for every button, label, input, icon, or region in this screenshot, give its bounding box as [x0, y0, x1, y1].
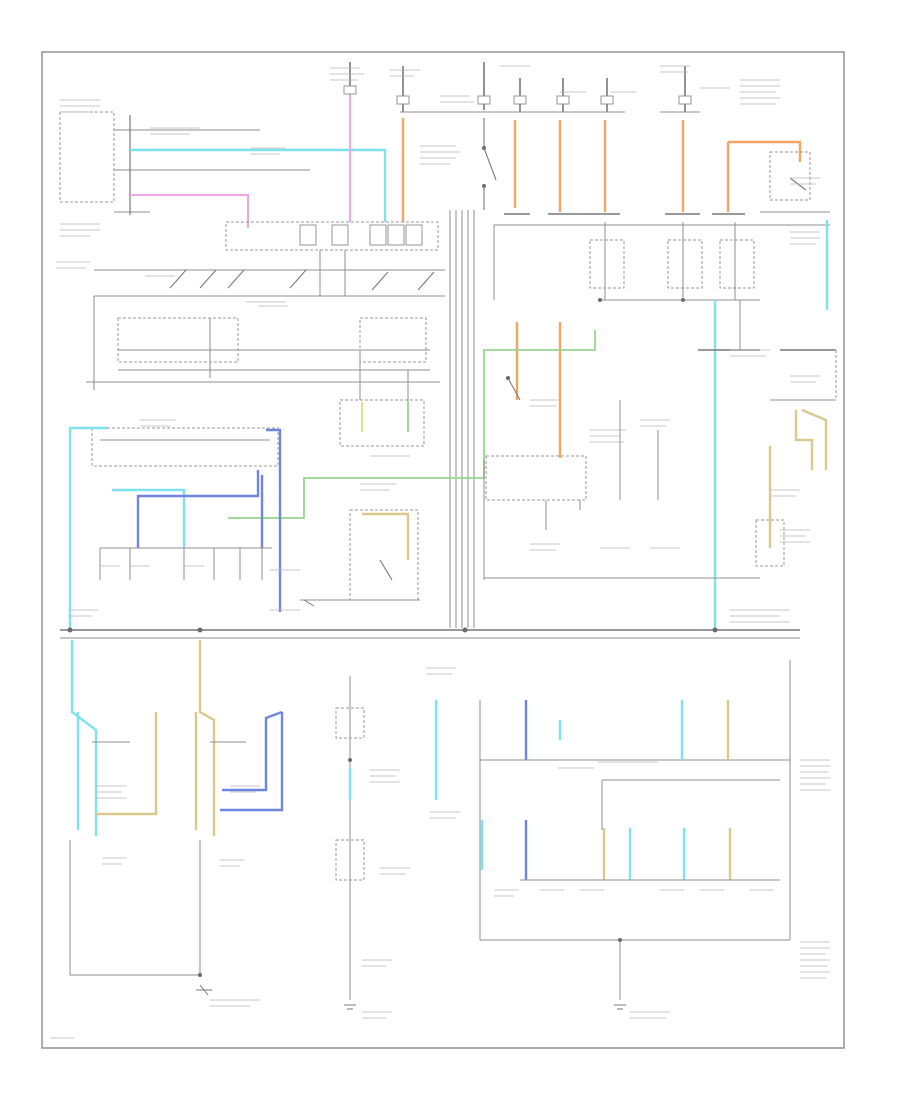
right-tan-branch [755, 408, 828, 567]
trailer-circuit-block [339, 399, 425, 447]
lower-left-lamps [69, 640, 284, 976]
junction-dots [67, 298, 718, 977]
center-harness-bundle [449, 210, 475, 628]
left-lamp-cluster-upper [68, 426, 282, 628]
cyan-wire-top [130, 148, 387, 222]
lower-right-lamp-panel [479, 660, 791, 1000]
main-ground-bus [60, 629, 800, 639]
orange-feeds [401, 118, 802, 458]
green-wire [228, 330, 596, 519]
top-switch [482, 118, 497, 210]
center-lamp-module [300, 509, 420, 601]
brake-switch-block [483, 376, 760, 580]
label-marks [50, 65, 830, 1039]
right-relay-block [493, 222, 830, 350]
diagram-frame [41, 51, 845, 1049]
headlamp-switch-block [93, 221, 445, 390]
pink-wire-top [130, 194, 249, 228]
lower-center-column [335, 676, 438, 1000]
right-mid-connector [698, 349, 837, 401]
left-control-module [59, 111, 310, 215]
dimmer-area [86, 317, 440, 410]
top-fuse-row [343, 62, 700, 113]
right-top-relay [760, 151, 830, 213]
ground-symbols [196, 599, 626, 1010]
